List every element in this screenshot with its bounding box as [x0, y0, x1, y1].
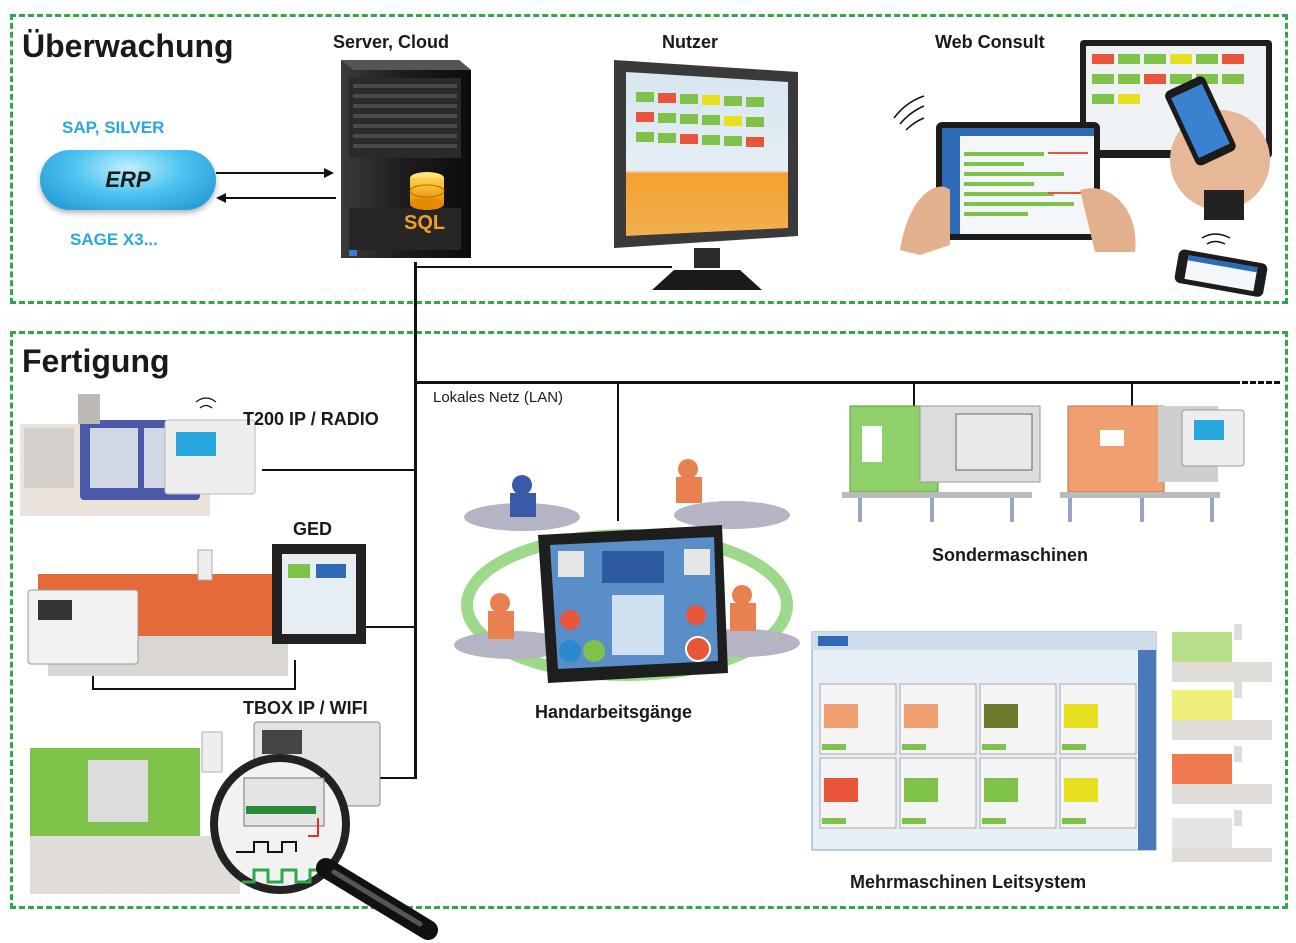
network-vertical-trunk [414, 262, 417, 779]
manual-workstation-image [454, 459, 800, 683]
user-label: Nutzer [662, 32, 719, 52]
ged-machine-image [27, 544, 366, 676]
server-to-monitor-line [414, 266, 672, 268]
t200-link-line [262, 469, 416, 471]
manual-label: Handarbeitsgänge [535, 702, 693, 722]
lan-drop-special-1 [913, 381, 915, 411]
sql-label: SQL [404, 212, 446, 234]
lan-drop-special-2 [1131, 381, 1133, 411]
tbox-label: TBOX IP / WIFI [243, 698, 368, 718]
web-consult-label: Web Consult [935, 32, 1045, 52]
multi-machine-label: Mehrmaschinen Leitsystem [850, 872, 1087, 892]
monitoring-title: Überwachung [22, 28, 234, 64]
erp-server-arrows [216, 168, 336, 203]
production-section [10, 331, 1288, 909]
machine-stack-image [1172, 624, 1272, 862]
erp-bottom-label: SAGE X3... [70, 230, 158, 249]
ged-label: GED [293, 519, 333, 539]
production-title: Fertigung [22, 343, 170, 379]
lan-label: Lokales Netz (LAN) [433, 389, 564, 406]
special-machines-label: Sondermaschinen [932, 545, 1089, 565]
server-label: Server, Cloud [333, 32, 450, 52]
lan-dashed-extension [1234, 381, 1280, 384]
ged-link-line [360, 626, 416, 628]
t200-label: T200 IP / RADIO [243, 409, 379, 429]
erp-top-label: SAP, SILVER [62, 118, 165, 137]
multi-machine-screen-image [811, 631, 1157, 851]
special-machines-image [842, 405, 1245, 522]
web-consult-devices-image [893, 40, 1272, 297]
user-monitor-image [614, 60, 798, 290]
t200-machine-image [20, 394, 256, 516]
erp-pill: ERP [40, 150, 216, 210]
lan-horizontal-line [414, 381, 1234, 384]
erp-label: ERP [105, 167, 151, 192]
server-tower-image [341, 60, 471, 258]
monitoring-section [10, 14, 1288, 304]
tbox-machine-image [30, 721, 438, 940]
lan-drop-manual [617, 381, 619, 521]
tbox-link-line [380, 777, 416, 779]
